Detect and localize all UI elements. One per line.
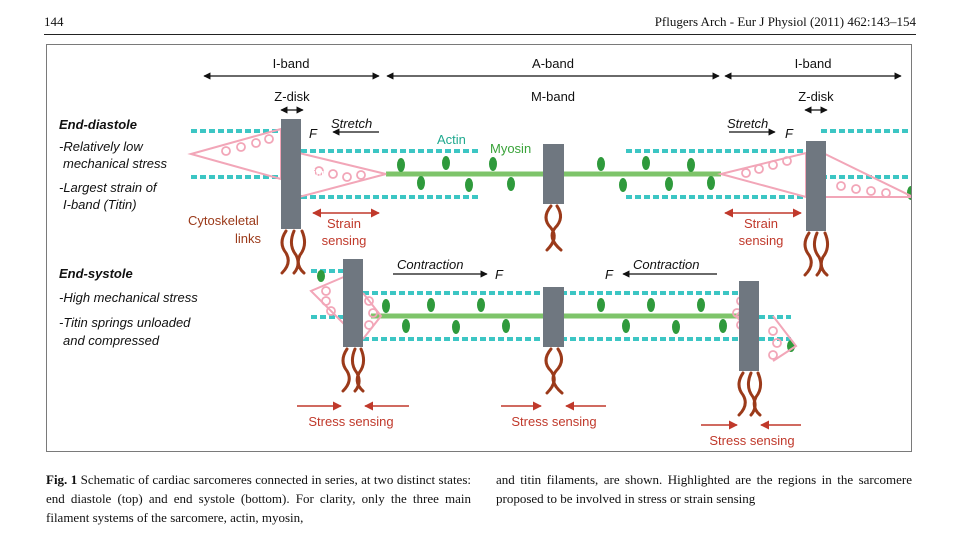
stretch-left-label: Stretch [331,116,372,131]
caption-text-left: Schematic of cardiac sarcomeres connecte… [46,472,471,525]
systole-bullet1: -High mechanical stress [59,290,198,305]
systole-bullet2-line2: and compressed [63,333,160,348]
band-dimension-lines [203,72,902,114]
strain-sensing-right-line2: sensing [739,233,784,248]
end-diastole-title: End-diastole [59,117,137,132]
systole-sarcomere [297,259,801,430]
contraction-left-label: Contraction [397,257,463,272]
diastole-bullet2-line2: I-band (Titin) [63,197,137,212]
stress-sensing-right-label: Stress sensing [709,433,794,448]
diastole-sarcomere [187,119,911,277]
figure-caption-left: Fig. 1 Schematic of cardiac sarcomeres c… [46,470,471,527]
strain-sensing-left-line2: sensing [322,233,367,248]
strain-sensing-left-line1: Strain [327,216,361,231]
figure-panel: I-band A-band I-band Z-disk M-band Z-dis… [46,44,912,452]
i-band-left-label: I-band [273,56,310,71]
myosin-label: Myosin [490,141,531,156]
diastole-bullet1-line2: mechanical stress [63,156,168,171]
force-symbol-systole-left: F [495,267,504,282]
journal-citation: Pflugers Arch - Eur J Physiol (2011) 462… [654,14,916,29]
contraction-right-label: Contraction [633,257,699,272]
stretch-right-label: Stretch [727,116,768,131]
sarcomere-diagram: I-band A-band I-band Z-disk M-band Z-dis… [59,56,911,448]
titin-label: Titin [307,168,327,180]
systole-bullet2-line1: -Titin springs unloaded [59,315,191,330]
caption-text-right: and titin filaments, are shown. Highligh… [496,472,912,506]
force-symbol-right: F [785,126,794,141]
force-symbol-systole-right: F [605,267,614,282]
figure-label: Fig. 1 [46,472,78,487]
force-symbol-left: F [309,126,318,141]
page-number: 144 [44,14,64,29]
cytoskeletal-links-line2: links [235,231,262,246]
figure-caption-right: and titin filaments, are shown. Highligh… [496,470,912,508]
end-systole-title: End-systole [59,266,133,281]
a-band-label: A-band [532,56,574,71]
diastole-bullet2-line1: -Largest strain of [59,180,158,195]
actin-label: Actin [437,132,466,147]
header-rule [44,34,916,35]
i-band-right-label: I-band [795,56,832,71]
diastole-bullet1-line1: -Relatively low [59,139,144,154]
cytoskeletal-links-line1: Cytoskeletal [188,213,259,228]
z-disk-right-label: Z-disk [798,89,834,104]
z-disk-left-label: Z-disk [274,89,310,104]
stress-sensing-left-label: Stress sensing [308,414,393,429]
strain-sensing-right-line1: Strain [744,216,778,231]
m-band-label: M-band [531,89,575,104]
stress-sensing-middle-label: Stress sensing [511,414,596,429]
